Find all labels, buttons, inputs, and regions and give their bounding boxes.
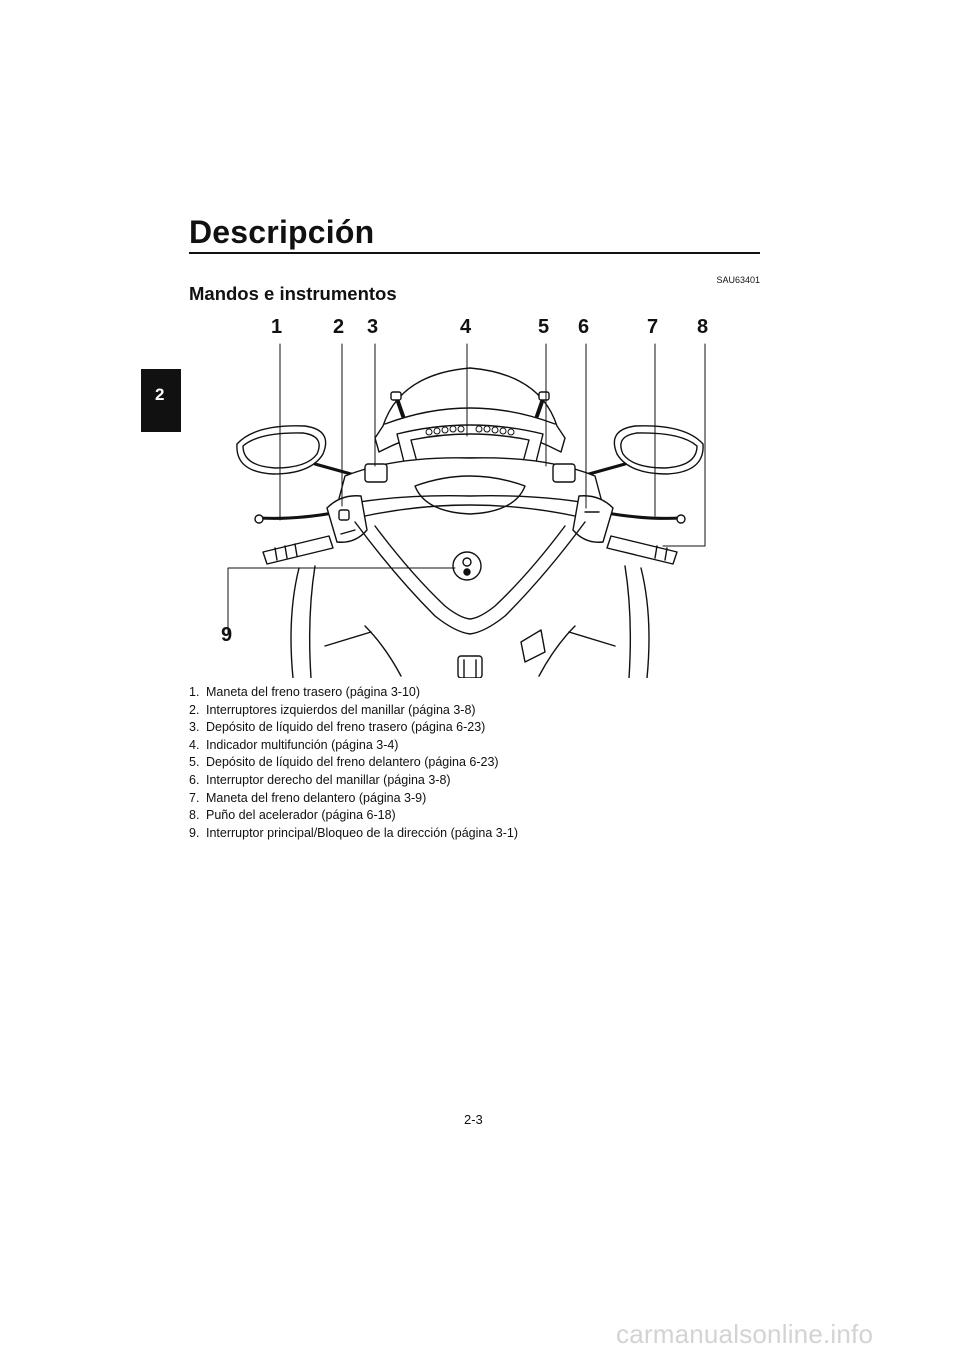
- callout-9: 9: [221, 624, 233, 646]
- section-title: Mandos e instrumentos: [189, 283, 397, 304]
- legend-item: 5. Depósito de líquido del freno delanter…: [189, 754, 518, 772]
- legend-item-text: Maneta del freno delantero (página 3-9): [206, 790, 427, 805]
- legend-item: 1. Maneta del freno trasero (página 3-10): [189, 684, 518, 702]
- legend-item: 9. Interruptor principal/Bloqueo de la di…: [189, 825, 518, 843]
- chapter-title: Descripción: [189, 214, 375, 250]
- legend-item-number: 6.: [189, 772, 200, 787]
- figure-legend: 1. Maneta del freno trasero (página 3-10)…: [189, 684, 518, 842]
- legend-item: 2. Interruptores izquierdos del manillar …: [189, 702, 518, 720]
- legend-item-number: 8.: [189, 808, 200, 823]
- legend-item-number: 9.: [189, 825, 200, 840]
- legend-item-text: Interruptor derecho del manillar (página…: [206, 772, 451, 787]
- legend-item: 3. Depósito de líquido del freno trasero …: [189, 719, 518, 737]
- legend-item-text: Depósito de líquido del freno trasero (p…: [206, 720, 486, 735]
- legend-item: 8. Puño del acelerador (página 6-18): [189, 807, 518, 825]
- legend-item-text: Maneta del freno trasero (página 3-10): [206, 685, 421, 699]
- legend-item: 7. Maneta del freno delantero (página 3-9…: [189, 790, 518, 808]
- scooter-handlebar-illustration: [227, 343, 706, 679]
- legend-item-text: Interruptor principal/Bloqueo de la dire…: [206, 825, 518, 840]
- legend-item-number: 3.: [189, 720, 200, 735]
- legend-item-number: 4.: [189, 737, 200, 752]
- legend-item: 6. Interruptor derecho del manillar (pági…: [189, 772, 518, 790]
- handlebar-controls-figure: 1 2 3 4 5 6 7 8 9: [215, 316, 725, 679]
- section-code: SAU63401: [716, 275, 760, 285]
- legend-item-text: Interruptores izquierdos del manillar (p…: [206, 702, 476, 717]
- legend-item-text: Indicador multifunción (página 3-4): [206, 737, 399, 752]
- chapter-tab-number: 2: [155, 385, 165, 404]
- callout-8: 8: [697, 316, 709, 338]
- chapter-tab: [141, 369, 181, 432]
- legend-item: 4. Indicador multifunción (página 3-4): [189, 737, 518, 755]
- callout-2: 2: [333, 316, 345, 338]
- watermark: carmanualsonline.info: [616, 1319, 874, 1349]
- callout-7: 7: [647, 316, 659, 338]
- legend-item-number: 7.: [189, 790, 200, 805]
- legend-item-number: 1.: [189, 685, 200, 699]
- callout-5: 5: [538, 316, 550, 338]
- callout-1: 1: [271, 316, 283, 338]
- callout-4: 4: [460, 316, 472, 338]
- callout-6: 6: [578, 316, 590, 338]
- legend-item-number: 2.: [189, 702, 200, 717]
- legend-item-number: 5.: [189, 755, 200, 770]
- page-number: 2-3: [464, 1112, 483, 1127]
- legend-item-text: Puño del acelerador (página 6-18): [206, 808, 396, 823]
- title-divider: [189, 252, 760, 254]
- callout-3: 3: [367, 316, 379, 338]
- legend-item-text: Depósito de líquido del freno delantero …: [206, 755, 499, 770]
